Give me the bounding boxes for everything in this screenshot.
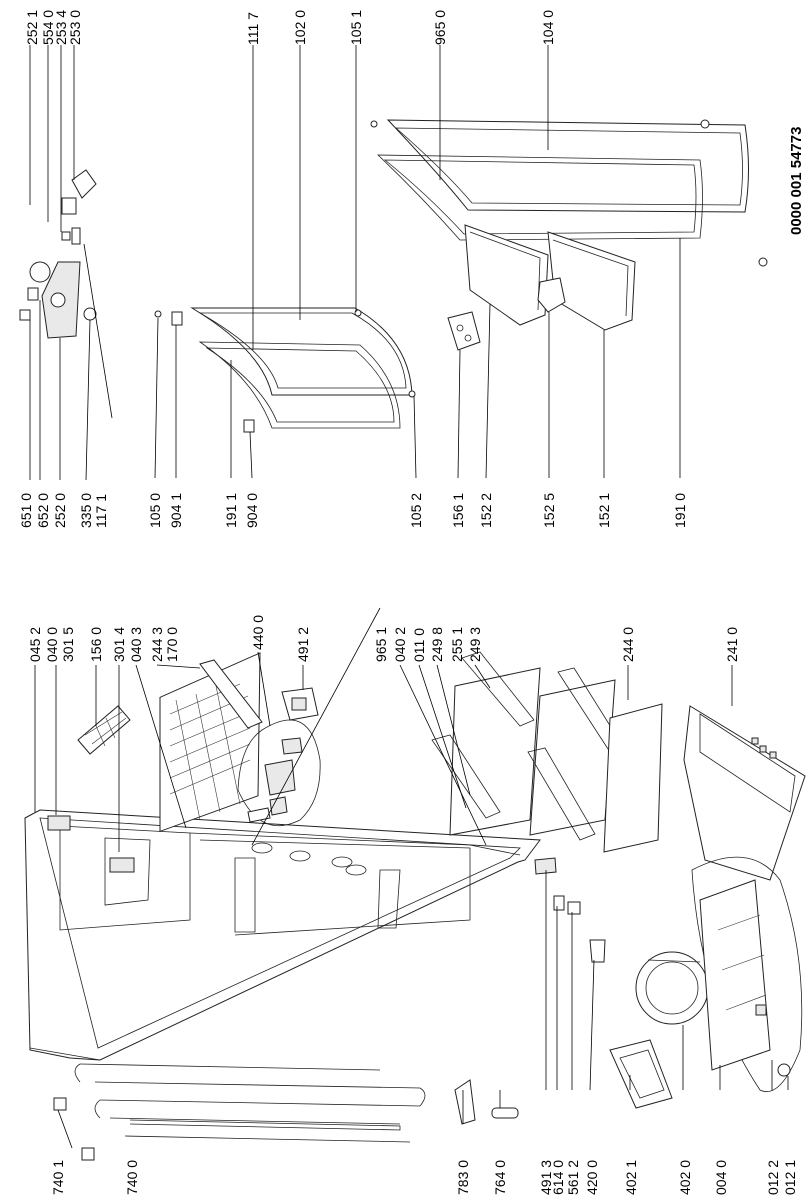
bottle-retainer xyxy=(537,277,566,313)
part-label: 253 0 xyxy=(67,10,83,45)
leader-lines xyxy=(29,45,789,1124)
lamp-cover xyxy=(61,197,77,215)
part-label: 402 1 xyxy=(623,1160,639,1195)
part-label: 652 0 xyxy=(35,493,51,528)
part-label: 561 2 xyxy=(565,1160,581,1195)
part-label: 170 0 xyxy=(164,627,180,662)
part-label: 105 2 xyxy=(408,493,424,528)
lamp-bulb xyxy=(71,169,97,199)
part-label: 040 3 xyxy=(128,627,144,662)
drip-tube xyxy=(454,1079,476,1125)
part-label: 783 0 xyxy=(455,1160,471,1195)
part-label: 012 1 xyxy=(782,1160,798,1195)
defrost-bottle xyxy=(491,1107,519,1119)
part-label: 740 1 xyxy=(50,1160,66,1195)
compressor-bracket xyxy=(609,1039,673,1109)
control-cluster-outline xyxy=(237,719,321,827)
part-label: 249 8 xyxy=(429,627,445,662)
part-label: 156 1 xyxy=(450,493,466,528)
compressor xyxy=(635,951,709,1025)
part-label: 152 5 xyxy=(541,493,557,528)
part-label: 040 2 xyxy=(392,627,408,662)
part-label: 241 0 xyxy=(724,627,740,662)
part-label: 440 0 xyxy=(250,615,266,650)
part-label: 491 3 xyxy=(538,1160,554,1195)
part-label: 614 0 xyxy=(550,1160,566,1195)
document-number: 0000 001 54773 xyxy=(788,127,805,235)
part-label: 335 0 xyxy=(78,493,94,528)
part-label: 191 0 xyxy=(672,493,688,528)
part-label: 244 3 xyxy=(149,627,165,662)
glass-shelf-lower xyxy=(603,703,663,853)
small-door-assembly xyxy=(154,307,416,433)
part-label: 105 1 xyxy=(348,10,364,45)
ice-tray xyxy=(77,705,131,755)
freezer-door-panel xyxy=(386,119,749,213)
small-cover xyxy=(47,815,71,831)
part-label: 764 0 xyxy=(492,1160,508,1195)
part-label: 045 2 xyxy=(27,627,43,662)
part-label: 651 0 xyxy=(18,493,34,528)
part-label: 252 0 xyxy=(52,493,68,528)
thermostat-assembly xyxy=(19,169,113,419)
part-label: 152 1 xyxy=(596,493,612,528)
upper-door-assembly xyxy=(370,119,768,351)
part-label: 301 5 xyxy=(60,627,76,662)
part-label: 904 0 xyxy=(244,493,260,528)
part-label: 420 0 xyxy=(584,1160,600,1195)
cabinet-assembly xyxy=(24,809,541,1161)
glass-shelf-upper xyxy=(449,667,541,836)
part-label: 249 3 xyxy=(467,627,483,662)
part-label: 244 0 xyxy=(620,627,636,662)
shelf-trim-strip xyxy=(199,659,263,729)
cooling-plate xyxy=(699,879,771,1071)
part-label: 301 4 xyxy=(111,627,127,662)
part-label: 105 0 xyxy=(147,493,163,528)
compressor-assembly xyxy=(454,856,803,1125)
part-label: 117 1 xyxy=(93,494,109,528)
part-label: 253 4 xyxy=(53,10,69,45)
part-label: 011 0 xyxy=(411,628,427,662)
part-label: 152 2 xyxy=(478,493,494,528)
part-label: 965 1 xyxy=(373,627,389,662)
part-label: 104 0 xyxy=(540,10,556,45)
left-accessories xyxy=(47,651,806,881)
part-label: 191 1 xyxy=(223,493,239,528)
small-door-panel xyxy=(190,307,413,396)
part-label: 040 0 xyxy=(44,627,60,662)
wire-shelf xyxy=(159,652,261,833)
condenser-coil xyxy=(74,1063,426,1143)
egg-tray xyxy=(447,311,481,351)
part-label: 904 1 xyxy=(168,493,184,528)
part-label: 102 0 xyxy=(292,10,308,45)
part-label: 491 2 xyxy=(295,627,311,662)
part-label: 012 2 xyxy=(765,1160,781,1195)
part-label: 252 1 xyxy=(24,10,40,45)
part-label: 255 1 xyxy=(449,627,465,662)
part-label: 156 0 xyxy=(88,627,104,662)
thermostat-knob xyxy=(29,261,51,283)
door-shelf-upper xyxy=(464,224,549,326)
freezer-door-gasket xyxy=(376,154,703,241)
part-label: 740 0 xyxy=(124,1160,140,1195)
part-label: 402 0 xyxy=(677,1160,693,1195)
glass-shelf-middle xyxy=(529,679,616,836)
crisper-drawer xyxy=(683,705,806,881)
part-label: 111 7 xyxy=(245,12,261,45)
cabinet-body xyxy=(24,809,541,1061)
part-label: 554 0 xyxy=(40,10,56,45)
part-label: 004 0 xyxy=(713,1160,729,1195)
part-label: 965 0 xyxy=(432,10,448,45)
relay-box xyxy=(534,857,557,875)
